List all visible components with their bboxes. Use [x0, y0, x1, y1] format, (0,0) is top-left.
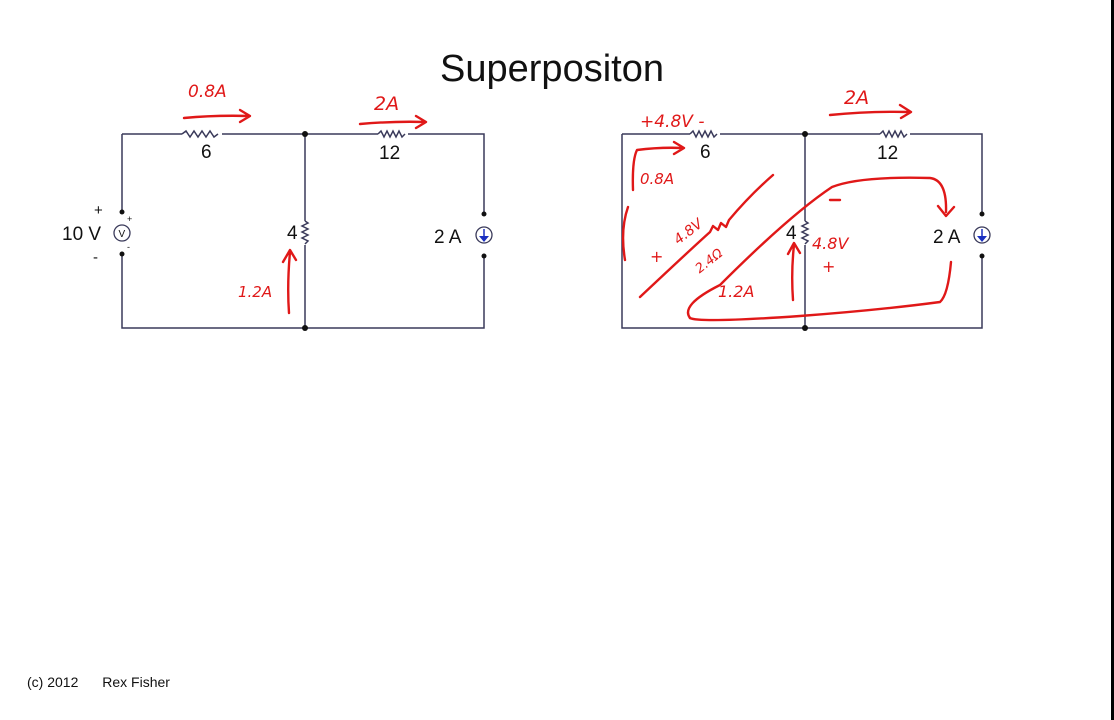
svg-text:4.8V: 4.8V: [671, 215, 707, 248]
svg-text:10 V: 10 V: [62, 224, 101, 245]
resistor-6-icon: [689, 129, 718, 139]
voltage-source-icon: V: [113, 224, 131, 242]
svg-text:0.8A: 0.8A: [188, 82, 227, 102]
author: Rex Fisher: [102, 674, 170, 690]
svg-text:2 A: 2 A: [933, 227, 961, 248]
current-source-icon: [475, 226, 493, 244]
window-edge: [1111, 0, 1114, 720]
svg-text:2.4Ω: 2.4Ω: [693, 246, 726, 277]
equiv-plus: +: [650, 247, 663, 266]
svg-text:2A: 2A: [374, 93, 399, 115]
svg-text:+: +: [127, 214, 132, 224]
svg-text:6: 6: [201, 142, 212, 163]
svg-text:12: 12: [379, 143, 400, 164]
svg-text:+: +: [822, 257, 835, 276]
resistor-4-icon: [300, 220, 310, 245]
svg-text:4: 4: [786, 223, 797, 244]
resistor-4-icon: [800, 220, 810, 245]
slide-title: Superpositon: [440, 48, 664, 90]
svg-text:6: 6: [700, 142, 711, 163]
current-source-icon: [973, 226, 991, 244]
svg-text:2A: 2A: [844, 87, 869, 109]
svg-text:+: +: [94, 202, 103, 219]
resistor-12-icon: [377, 129, 406, 139]
slide-footer: (c) 2012 Rex Fisher: [27, 674, 190, 690]
svg-text:+4.8V -: +4.8V -: [640, 112, 704, 132]
svg-text:1.2A: 1.2A: [238, 283, 272, 301]
svg-text:4: 4: [287, 223, 298, 244]
svg-text:-: -: [93, 249, 98, 266]
svg-text:0.8A: 0.8A: [640, 170, 674, 188]
copyright: (c) 2012: [27, 674, 79, 690]
svg-text:4.8V: 4.8V: [812, 234, 849, 253]
resistor-12-icon: [879, 129, 908, 139]
svg-text:12: 12: [877, 143, 898, 164]
resistor-6-icon: [181, 129, 219, 139]
svg-text:-: -: [127, 242, 130, 252]
svg-text:1.2A: 1.2A: [718, 282, 754, 301]
svg-text:2 A: 2 A: [434, 227, 462, 248]
left-circuit: V + - + - 10 V 6 12 4 2 A 0.8A 2A 1.2A: [62, 82, 493, 331]
right-circuit: 6 12 4 2 A +4.8V - 2A 0.8A 4.8V + 2.4Ω 4…: [621, 87, 991, 331]
svg-text:V: V: [119, 229, 126, 240]
